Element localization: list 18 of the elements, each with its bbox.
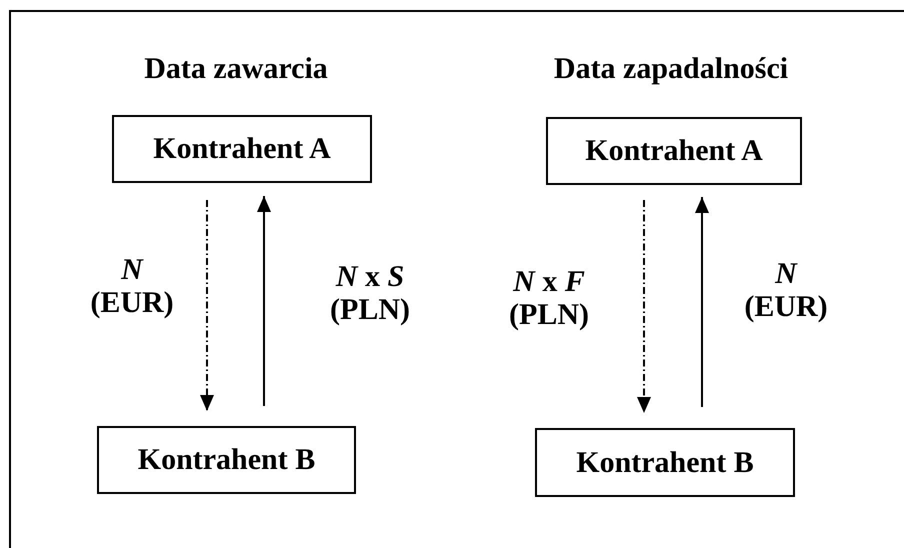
edge-label: N x S (PLN) [329,260,411,326]
party-name: Kontrahent B [138,443,316,477]
column-heading: Data zawarcia [143,52,329,86]
arrow [257,196,271,406]
party-box [97,426,356,494]
arrow [200,200,214,411]
edge-label: N (EUR) [89,253,175,319]
party-box [546,117,802,185]
arrow [695,197,709,407]
party-name: Kontrahent B [576,446,754,480]
party-box [112,115,372,183]
edge-label: N (EUR) [743,257,829,323]
arrow [637,200,651,413]
column-heading: Data zapadalności [552,52,790,86]
party-name: Kontrahent A [153,132,331,166]
party-box [535,428,795,497]
party-name: Kontrahent A [585,134,763,168]
edge-label: N x F (PLN) [508,265,590,331]
